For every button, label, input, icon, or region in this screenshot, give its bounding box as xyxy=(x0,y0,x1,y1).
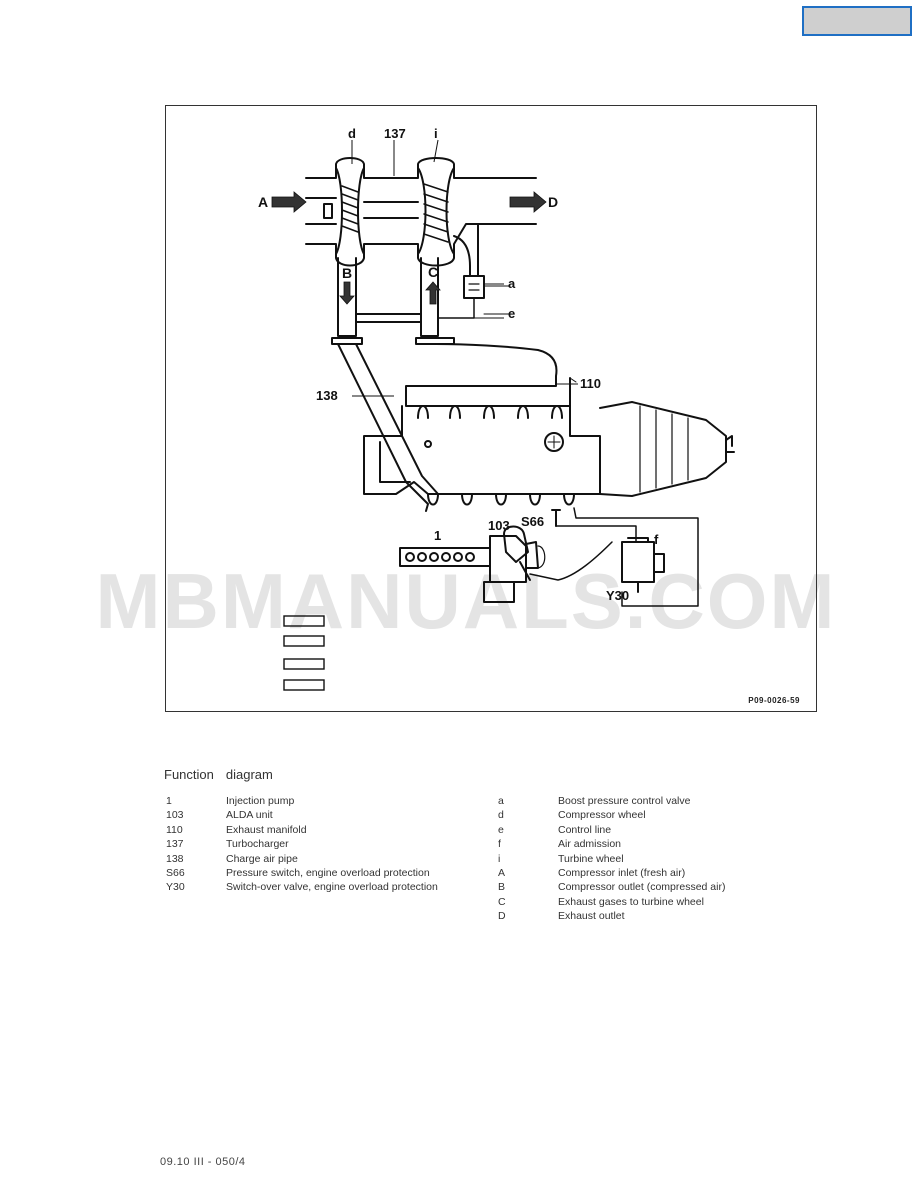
legend-item: e Control line xyxy=(498,823,725,837)
label-1: 1 xyxy=(434,528,441,543)
legend-key: 137 xyxy=(166,838,184,851)
caption-word-function: Function xyxy=(164,767,214,782)
legend-item: 138 Charge air pipe xyxy=(166,852,438,866)
legend-text: Compressor wheel xyxy=(558,809,646,822)
legend-item: a Boost pressure control valve xyxy=(498,794,725,808)
legend-key: A xyxy=(498,866,506,879)
legend-key: S66 xyxy=(166,866,185,879)
legend-text: ALDA unit xyxy=(226,809,273,822)
legend-key: Y30 xyxy=(166,881,185,894)
exhaust-manifold xyxy=(405,343,571,407)
legend-key: 103 xyxy=(166,809,184,822)
label-137: 137 xyxy=(384,126,406,141)
legend-item: 1 Injection pump xyxy=(166,794,438,808)
switch-over-valve-shape xyxy=(621,537,665,593)
caption-word-diagram: diagram xyxy=(225,767,273,782)
legend-text: Turbocharger xyxy=(226,838,289,851)
legend-key: 1 xyxy=(166,795,172,807)
legend-text: Air admission xyxy=(558,838,622,851)
legend-item: Y30 Switch-over valve, engine overload pr… xyxy=(166,880,438,894)
legend-key: a xyxy=(498,795,504,807)
legend-item: A Compressor inlet (fresh air) xyxy=(498,866,725,880)
arrow-d xyxy=(509,191,547,213)
legend-text: Compressor outlet (compressed air) xyxy=(558,881,726,894)
exhaust-pipe xyxy=(420,257,439,337)
arrow-c xyxy=(425,281,441,305)
arrow-a xyxy=(271,191,307,213)
label-103: 103 xyxy=(488,518,510,533)
figure-caption: Function diagram xyxy=(164,767,273,782)
label-e: e xyxy=(508,306,515,321)
legend-item: d Compressor wheel xyxy=(498,808,725,822)
label-C: C xyxy=(428,264,438,280)
legend-item: 137 Turbocharger xyxy=(166,837,438,851)
label-S66: S66 xyxy=(521,514,544,529)
legend-text: Compressor inlet (fresh air) xyxy=(558,866,686,879)
charge-air-pipe xyxy=(337,257,357,337)
legend-key: D xyxy=(498,910,506,923)
legend-text: Pressure switch, engine overload protect… xyxy=(226,866,430,879)
legend-key: 138 xyxy=(166,852,184,865)
legend-text: Switch-over valve, engine overload prote… xyxy=(226,881,438,894)
label-A: A xyxy=(258,194,268,210)
label-f: f xyxy=(654,532,659,547)
legend-item: B Compressor outlet (compressed air) xyxy=(498,880,725,894)
engine-block xyxy=(363,401,735,506)
legend-key: B xyxy=(498,881,506,894)
legend-item: S66 Pressure switch, engine overload prot… xyxy=(166,866,438,880)
turbocharger-shape xyxy=(305,157,537,267)
label-d: d xyxy=(348,126,356,141)
legend-text: Turbine wheel xyxy=(558,852,624,865)
section-tab-box xyxy=(802,6,912,36)
label-138: 138 xyxy=(316,388,338,403)
figure-code: P09-0026-59 xyxy=(748,696,800,705)
legend-item: D Exhaust outlet xyxy=(498,909,725,923)
legend-key: C xyxy=(498,895,506,908)
alda-unit-shape xyxy=(483,525,546,603)
label-D: D xyxy=(548,194,558,210)
function-diagram-figure: d 137 i A D B C a e 138 110 S66 1 103 f … xyxy=(165,105,817,712)
small-rectangles xyxy=(283,615,325,691)
label-B: B xyxy=(342,265,352,281)
legend-text: Exhaust manifold xyxy=(226,823,307,836)
legend-item: f Air admission xyxy=(498,837,725,851)
legend-key: 110 xyxy=(166,823,183,836)
injection-pump-shape xyxy=(399,547,491,567)
page-footer-code: 09.10 III - 050/4 xyxy=(160,1156,246,1168)
legend-item: C Exhaust gases to turbine wheel xyxy=(498,895,725,909)
label-Y30: Y30 xyxy=(606,588,629,603)
legend-item: 103 ALDA unit xyxy=(166,808,438,822)
legend-text: Charge air pipe xyxy=(226,852,298,865)
legend-key: d xyxy=(498,809,504,822)
legend-left: 1 Injection pump 103 ALDA unit 110 Exhaust … xyxy=(166,794,438,895)
legend-text: Exhaust outlet xyxy=(558,910,625,923)
legend-text: Control line xyxy=(558,823,612,836)
label-a: a xyxy=(508,276,516,291)
label-i: i xyxy=(434,126,438,141)
legend-item: i Turbine wheel xyxy=(498,852,725,866)
flow-arrows xyxy=(271,191,547,305)
legend-text: Injection pump xyxy=(226,795,295,807)
legend-text: Exhaust gases to turbine wheel xyxy=(558,895,704,908)
legend-key: f xyxy=(498,838,501,851)
watermark: MBMANUALS.COM xyxy=(95,557,837,645)
arrow-b xyxy=(339,281,355,305)
legend-item: 110 Exhaust manifold xyxy=(166,823,438,837)
label-110: 110 xyxy=(580,376,601,391)
legend-text: Boost pressure control valve xyxy=(558,795,691,807)
legend-key: e xyxy=(498,823,504,836)
legend-key: i xyxy=(498,852,501,865)
turbocharger-diagram: d 137 i A D B C a e 138 110 S66 1 103 f … xyxy=(258,126,735,691)
